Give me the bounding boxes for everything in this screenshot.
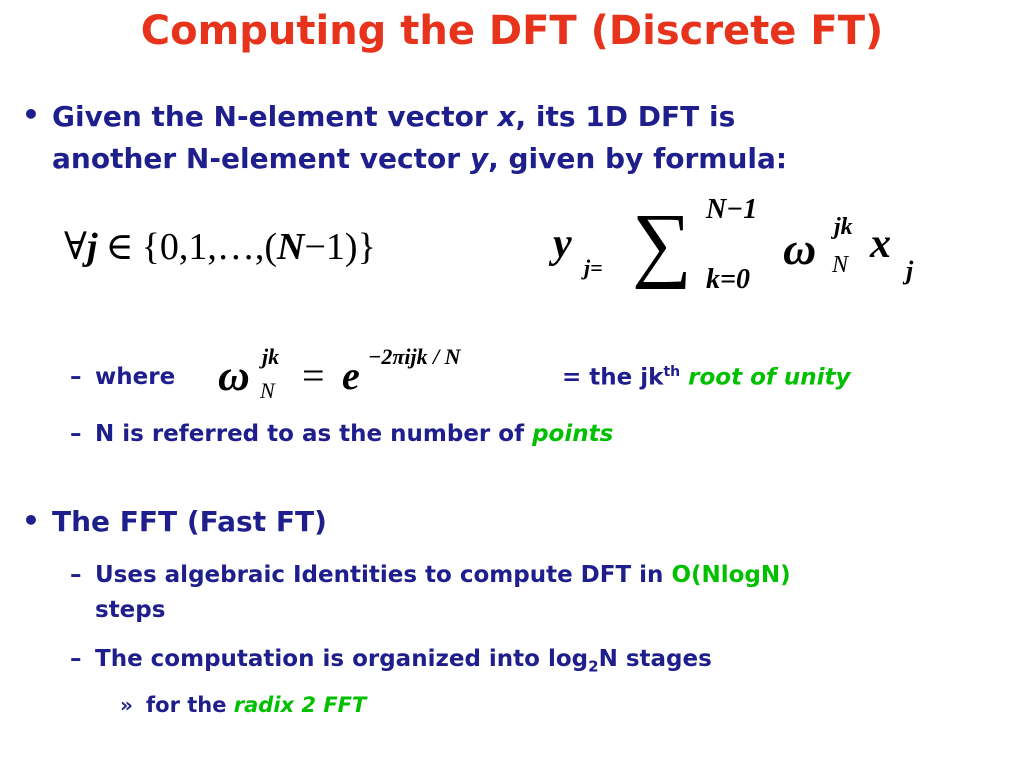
where-label: where: [95, 364, 176, 390]
var-y: y: [553, 221, 572, 267]
dash-computation: –: [70, 646, 82, 672]
bullet-given-line2: another N-element vector y, given by for…: [52, 138, 787, 180]
root-of-unity-highlight: root of unity: [688, 364, 851, 391]
radix-text: for the: [146, 693, 234, 717]
equals-symbol: =: [302, 353, 325, 398]
computation-line: The computation is organized into log2N …: [95, 646, 712, 676]
dash-where: –: [70, 364, 82, 390]
bullet-dot-1: •: [22, 98, 40, 131]
computation-text-end: N stages: [598, 646, 712, 672]
set-close: −1)}: [304, 226, 376, 268]
bullet-text: , given by formula:: [488, 142, 788, 175]
var-j: j: [86, 226, 98, 268]
omega-subscript: N: [260, 378, 275, 403]
uses-text: Uses algebraic Identities to compute DFT…: [95, 562, 672, 588]
formula-domain: ∀j∈{0,1,…,(N−1)}: [64, 224, 376, 269]
bullet-text: , its 1D DFT is: [515, 100, 736, 133]
subsub-marker: »: [120, 693, 133, 717]
forall-symbol: ∀: [64, 226, 87, 268]
var-x: x: [497, 100, 516, 133]
omega-symbol: ω: [783, 223, 817, 274]
th-superscript: th: [663, 364, 681, 380]
x-subscript: j: [906, 256, 914, 285]
dash-points: –: [70, 421, 82, 447]
log-subscript: 2: [588, 657, 599, 676]
var-e: e: [342, 353, 360, 398]
element-of-symbol: ∈: [105, 226, 134, 268]
uses-line2: steps: [95, 597, 166, 623]
omega-symbol: ω: [218, 351, 250, 400]
omega-superscript: jk: [262, 344, 280, 369]
y-subscript: j=: [584, 255, 603, 280]
computation-text: The computation is organized into log: [95, 646, 589, 672]
big-o-highlight: O(NlogN): [671, 562, 791, 588]
radix-highlight: radix 2 FFT: [233, 693, 367, 717]
sum-lower-limit: k=0: [706, 264, 750, 295]
omega-superscript: jk: [834, 214, 853, 240]
bullet-dot-2: •: [22, 504, 40, 537]
bullet-text: Given the N-element vector: [52, 100, 498, 133]
points-highlight: points: [532, 421, 614, 447]
bullet-given-line1: Given the N-element vector x, its 1D DFT…: [52, 96, 735, 138]
var-y: y: [469, 142, 489, 175]
omega-subscript: N: [832, 252, 849, 278]
root-of-unity-text: = the jkth root of unity: [562, 364, 851, 391]
set-open: {0,1,…,(: [141, 226, 278, 268]
equals-text: = the jk: [562, 364, 664, 391]
dash-uses: –: [70, 562, 82, 588]
bullet-fft: The FFT (Fast FT): [52, 505, 327, 538]
var-N: N: [277, 226, 305, 268]
bullet-text: another N-element vector: [52, 142, 470, 175]
sum-upper-limit: N−1: [706, 194, 758, 225]
uses-line1: Uses algebraic Identities to compute DFT…: [95, 562, 791, 588]
slide-title: Computing the DFT (Discrete FT): [140, 8, 884, 54]
radix-line: for the radix 2 FFT: [146, 693, 366, 717]
points-line: N is referred to as the number of points: [95, 421, 613, 447]
var-x: x: [870, 221, 891, 267]
points-text: N is referred to as the number of: [95, 421, 533, 447]
sigma-symbol: ∑: [632, 197, 692, 290]
exponent: −2πijk / N: [368, 344, 461, 369]
